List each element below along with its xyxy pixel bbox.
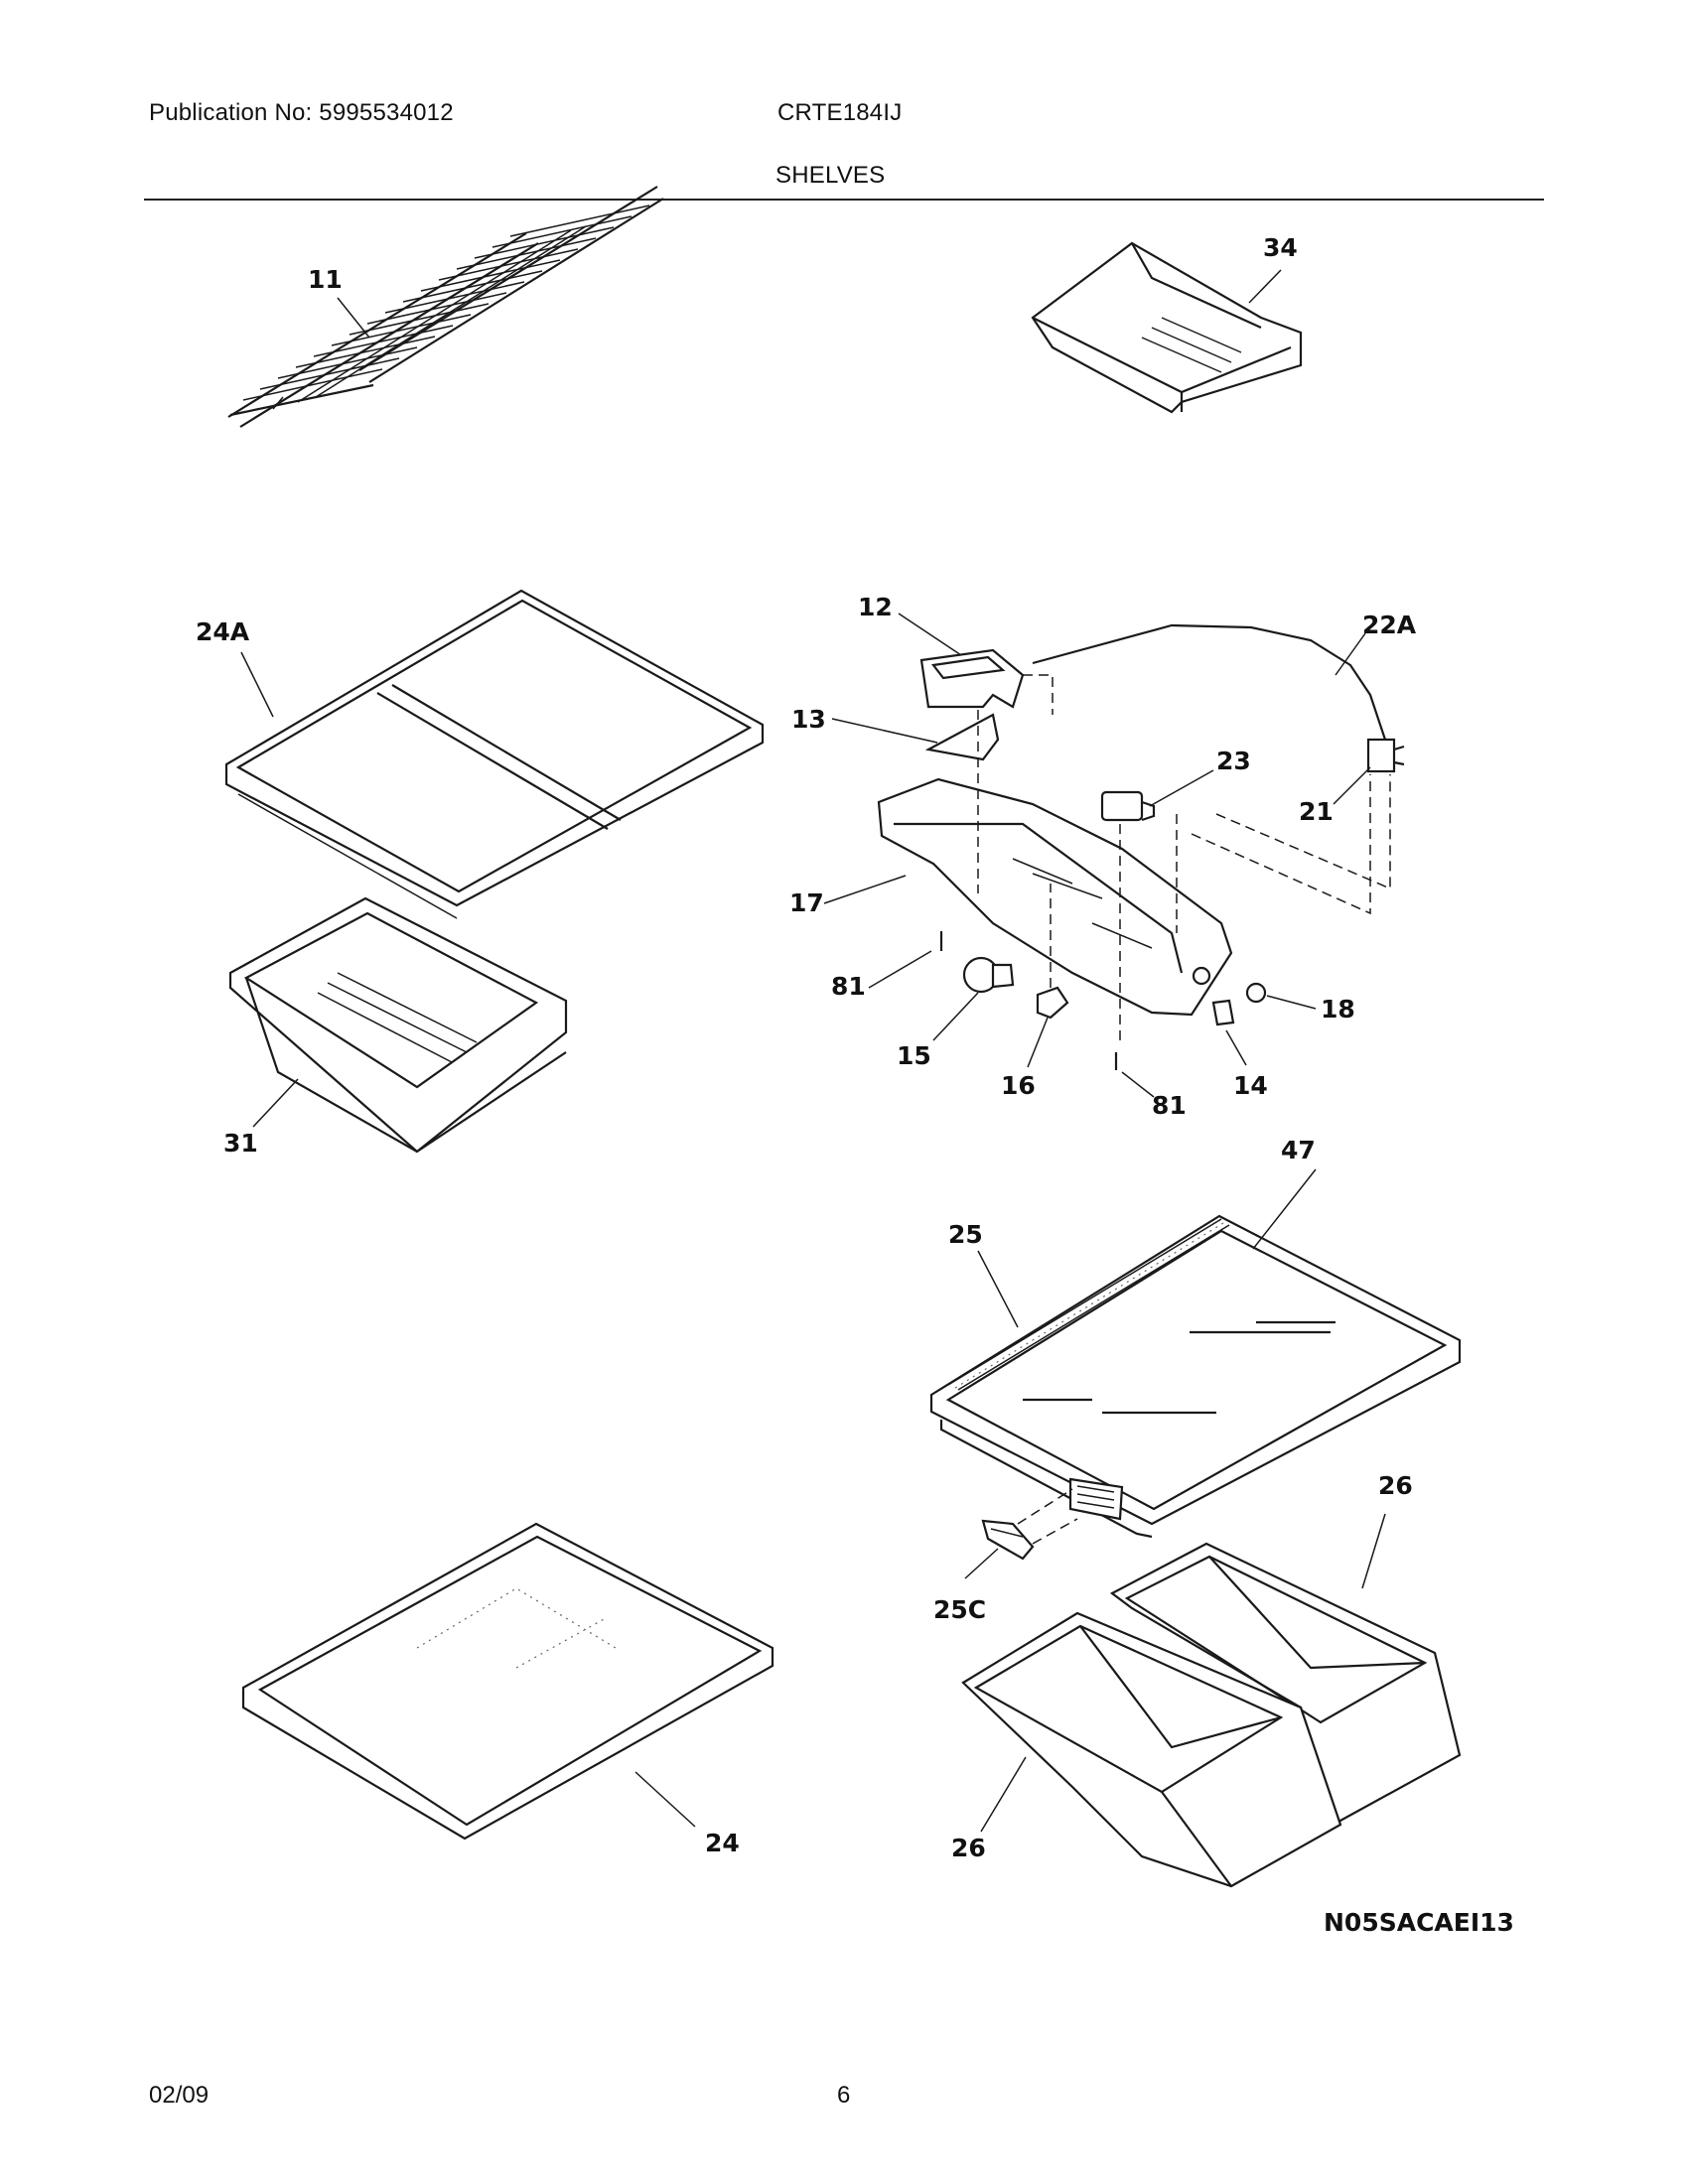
leader-17 [823, 875, 907, 904]
callout-11: 11 [308, 265, 343, 294]
diffuser-13-part [924, 713, 1000, 761]
dash-25c [1017, 1488, 1078, 1545]
dash-21-a [1215, 774, 1391, 890]
thermostat-23-part [1100, 790, 1156, 822]
callout-47: 47 [1281, 1136, 1316, 1164]
callout-15: 15 [897, 1041, 931, 1070]
dash-12 [1023, 674, 1054, 715]
switch-14-part [1211, 999, 1235, 1026]
leader-26-a [1361, 1513, 1386, 1589]
leader-31 [252, 1078, 299, 1128]
glass-shelf-24-part [241, 1522, 774, 1841]
header-divider [144, 199, 1544, 201]
leader-25 [977, 1250, 1019, 1328]
leader-24 [634, 1771, 696, 1828]
knob-18-part [1245, 982, 1267, 1004]
crisper-26-left-part [961, 1611, 1342, 1888]
section-title: SHELVES [775, 162, 886, 189]
control-housing-17-part [877, 777, 1233, 1017]
screw-81-parts [939, 931, 1118, 1070]
lamp-socket-16-part [1036, 986, 1069, 1020]
leader-11 [337, 297, 370, 339]
callout-23: 23 [1216, 747, 1251, 775]
leader-15 [932, 992, 979, 1041]
leader-16 [1027, 1017, 1049, 1068]
footer-date: 02/09 [149, 2082, 210, 2109]
callout-25c: 25C [933, 1595, 986, 1624]
leader-81-a [868, 950, 932, 989]
callout-25: 25 [948, 1220, 983, 1249]
lamp-shield-12-part [919, 648, 1025, 709]
leader-21 [1333, 766, 1371, 805]
callout-31: 31 [223, 1129, 258, 1158]
callout-21: 21 [1299, 797, 1334, 826]
leader-25c [964, 1548, 999, 1579]
leader-18 [1266, 995, 1317, 1010]
glass-shelf-24a-part [224, 589, 765, 919]
leader-12 [898, 613, 962, 656]
callout-22a: 22A [1362, 611, 1417, 639]
leader-23 [1149, 769, 1214, 807]
callout-24a: 24A [196, 617, 250, 646]
model-number: CRTE184IJ [777, 99, 903, 126]
leader-22a [1335, 632, 1366, 676]
wire-harness-22a [1032, 623, 1387, 741]
callout-16: 16 [1001, 1071, 1036, 1100]
leader-24a [240, 651, 274, 718]
footer-page-number: 6 [837, 2082, 851, 2109]
leader-47 [1252, 1168, 1317, 1250]
switch-21-part [1366, 738, 1405, 773]
callout-26-b: 26 [951, 1834, 986, 1862]
clip-25c-part [981, 1519, 1035, 1561]
wire-shelf-part [227, 186, 664, 428]
leader-26-b [980, 1756, 1027, 1833]
callout-13: 13 [791, 705, 826, 734]
bulb-15-part [962, 956, 1015, 994]
callout-12: 12 [858, 593, 893, 621]
diagram-code: N05SACAEI13 [1324, 1908, 1514, 1937]
dash-21-b [1191, 774, 1371, 915]
leader-14 [1225, 1029, 1247, 1066]
publication-number: Publication No: 5995534012 [149, 99, 454, 126]
leader-13 [831, 718, 938, 744]
callout-26-a: 26 [1378, 1471, 1413, 1500]
callout-81-b: 81 [1152, 1091, 1187, 1120]
shelf-25-47-part [929, 1214, 1462, 1539]
crisper-31-part [228, 896, 568, 1154]
callout-34: 34 [1263, 233, 1298, 262]
leader-81-b [1121, 1071, 1155, 1098]
leader-34 [1248, 269, 1282, 304]
callout-17: 17 [789, 888, 824, 917]
callout-14: 14 [1233, 1071, 1268, 1100]
callout-18: 18 [1321, 995, 1355, 1024]
bin-34-part [1031, 241, 1303, 414]
callout-24: 24 [705, 1829, 740, 1857]
callout-81-a: 81 [831, 972, 866, 1001]
